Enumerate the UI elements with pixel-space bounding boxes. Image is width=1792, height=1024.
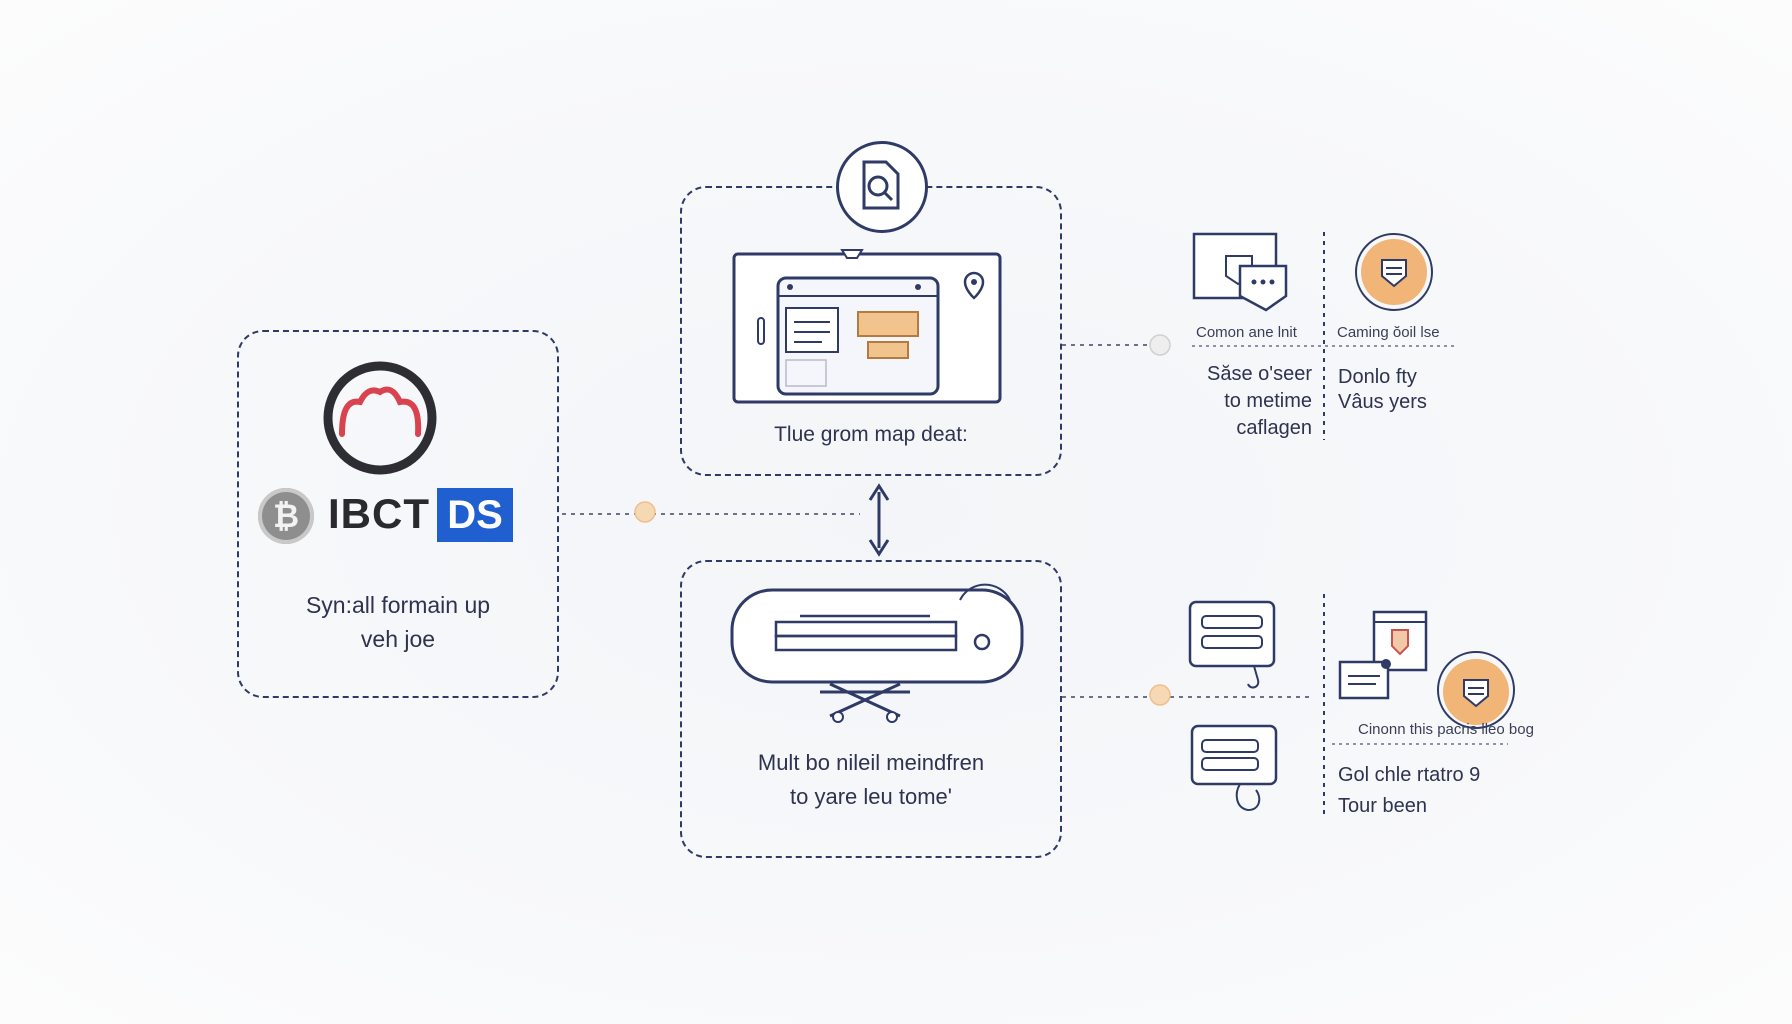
top-card-header-badge <box>836 141 928 233</box>
left-card <box>237 330 559 698</box>
top-right-text-left-2: to metime <box>1224 390 1312 412</box>
bottom-card <box>680 560 1062 858</box>
bottom-right-text-1: Gol chle rtatro 9 <box>1338 764 1481 786</box>
shield-badge-icon <box>1355 233 1433 311</box>
left-caption-line2: veh joe <box>360 626 436 652</box>
arrow-head-down <box>868 539 890 557</box>
left-caption-line1: Syn:all formain up <box>305 592 491 618</box>
connector-node-top-right <box>1149 334 1171 356</box>
connector-node-bottom-right <box>1149 684 1171 706</box>
message-list-icon-top <box>1188 600 1276 689</box>
bottom-card-caption-line2: to yare leu tome' <box>790 784 952 809</box>
top-right-label-right: Caming ŏoil lse <box>1337 324 1440 341</box>
bottom-right-label: Cinonn this pacris lleo bog <box>1358 721 1534 738</box>
connector-node-left <box>634 501 656 523</box>
top-card-caption: Tlue grom map deat: <box>774 423 968 446</box>
message-list-icon-bottom <box>1190 724 1278 812</box>
bottom-card-caption-line1: Mult bo nileil meindfren <box>757 750 985 775</box>
brand-wordmark: IBCT <box>328 490 430 537</box>
top-right-text-right-1: Donlo fty <box>1338 366 1417 388</box>
brand-badge: DS <box>437 488 513 542</box>
bitcoin-icon: ₿ <box>258 488 314 544</box>
documents-shield-icon <box>1338 610 1428 700</box>
brand-logo-icon <box>323 361 437 475</box>
top-right-text-right-2: Vâus yers <box>1338 391 1427 413</box>
hospital-bed-icon <box>730 583 1024 723</box>
arrow-head-up <box>868 483 890 501</box>
shield-badge-icon-bottom <box>1437 651 1515 729</box>
document-search-icon <box>862 160 900 210</box>
chat-bot-icon <box>1192 232 1288 312</box>
tablet-map-icon <box>732 249 1002 404</box>
top-right-text-left-1: Săse o'seer <box>1207 363 1312 385</box>
bottom-right-text-2: Tour been <box>1338 795 1427 817</box>
top-right-text-left-3: caflagen <box>1236 417 1312 439</box>
top-right-label-left: Comon ane lnit <box>1196 324 1297 341</box>
